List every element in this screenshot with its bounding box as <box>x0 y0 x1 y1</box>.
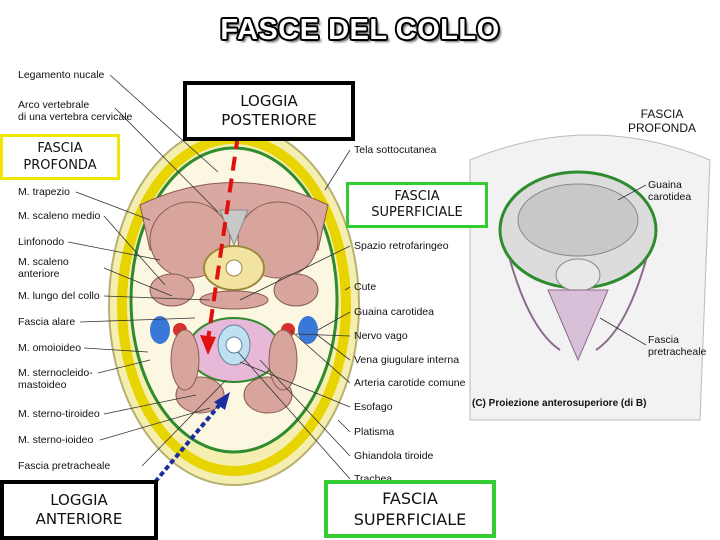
label-inset-fascia-pretracheale: Fascia pretracheale <box>648 334 707 358</box>
box-loggia-posteriore: LOGGIA POSTERIORE <box>183 81 355 141</box>
label-m-scaleno-anteriore: M. scaleno anteriore <box>18 256 69 280</box>
label-guaina-carotidea: Guaina carotidea <box>354 306 434 318</box>
label-spazio-retrofaringeo: Spazio retrofaringeo <box>354 240 449 252</box>
label-m-lungo-del-collo: M. lungo del collo <box>18 290 100 302</box>
label-fascia-alare: Fascia alare <box>18 316 76 328</box>
box-fascia-superficiale-bottom: FASCIA SUPERFICIALE <box>324 480 496 538</box>
label-ghiandola-tiroide: Ghiandola tiroide <box>354 450 434 462</box>
label-m-trapezio: M. trapezio <box>18 186 70 198</box>
label-tela-sottocutanea: Tela sottocutanea <box>354 144 437 156</box>
label-m-scaleno-medio: M. scaleno medio <box>18 210 101 222</box>
red-dashed-arrow <box>206 134 240 341</box>
inset-caption: (C) Proiezione anterosuperiore (di B) <box>472 398 647 409</box>
blue-arrowhead <box>214 392 230 410</box>
label-cute: Cute <box>354 281 377 293</box>
label-m-sterno-tiroideo: M. sterno-tiroideo <box>18 408 100 420</box>
label-legamento-nucale: Legamento nucale <box>18 69 105 81</box>
label-arteria-carotide-comune: Arteria carotide comune <box>354 377 466 389</box>
label-linfonodo: Linfonodo <box>18 236 65 248</box>
box-fascia-superficiale-mid: FASCIA SUPERFICIALE <box>346 182 488 228</box>
label-esofago: Esofago <box>354 401 393 413</box>
label-m-sterno-ioideo: M. sterno-ioideo <box>18 434 94 446</box>
main-cross-section <box>108 124 360 486</box>
label-fascia-pretracheale: Fascia pretracheale <box>18 460 111 472</box>
blue-dotted-arrow <box>148 400 224 490</box>
label-arco-vertebrale: Arco vertebrale di una vertebra cervical… <box>18 99 133 123</box>
label-m-omoioideo: M. omoioideo <box>18 342 82 354</box>
leader-lines <box>67 74 647 480</box>
label-nervo-vago: Nervo vago <box>354 330 408 342</box>
label-inset-guaina-carotidea: Guaina carotidea <box>648 179 692 203</box>
red-arrowhead <box>200 335 216 355</box>
box-loggia-anteriore: LOGGIA ANTERIORE <box>0 480 158 540</box>
box-fascia-profonda-left: FASCIA PROFONDA <box>0 134 120 180</box>
label-platisma: Platisma <box>354 426 395 438</box>
label-vena-giugulare-interna: Vena giugulare interna <box>354 354 460 366</box>
page-title: FASCE DEL COLLO <box>220 14 500 46</box>
inset-anterosuperior-view <box>469 134 711 421</box>
label-m-sternocleidomastoideo: M. sternocleido- mastoideo <box>18 367 93 391</box>
text-fascia-profonda-right: FASCIA PROFONDA <box>627 107 696 135</box>
